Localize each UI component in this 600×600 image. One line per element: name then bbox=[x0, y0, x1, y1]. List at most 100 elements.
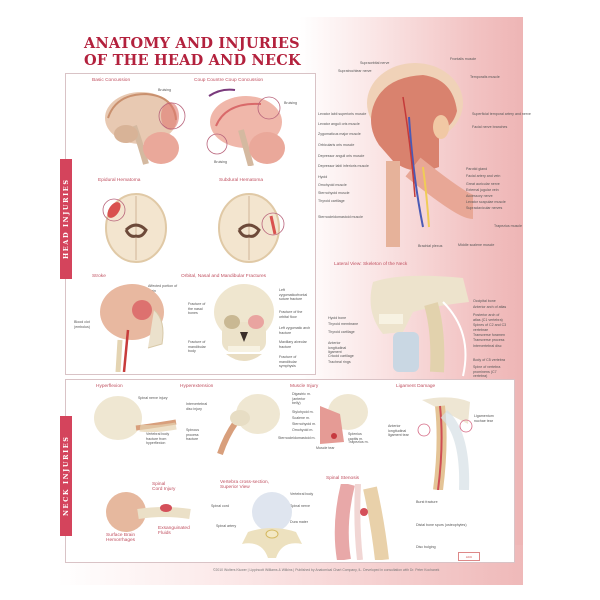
caption-skeleton-neck: Lateral View: Skeleton of the Neck bbox=[334, 262, 408, 267]
skull-fracture-illustration bbox=[214, 284, 274, 361]
label-hyoid: Hyoid bbox=[318, 175, 328, 179]
epidural-hematoma-illustration bbox=[102, 193, 167, 263]
label-middle-scalene: Middle scalene muscle bbox=[458, 243, 495, 247]
label-omohyoid-m: Omohyoid m. bbox=[292, 428, 314, 432]
label-stylohyoid: Stylohyoid m. bbox=[292, 410, 314, 414]
caption-muscle-injury: Muscle Injury bbox=[290, 384, 319, 389]
hyperextension-illustration bbox=[217, 394, 280, 455]
label-muscle-tear: Muscle tear bbox=[316, 446, 335, 450]
caption-orbital-nasal-mandibular: Orbital, Nasal and Mandibular Fractures bbox=[181, 274, 267, 279]
head-injuries-tab: HEAD INJURIES bbox=[60, 159, 72, 279]
label-depressor-anguli: Depressor anguli oris muscle bbox=[318, 154, 365, 158]
label-intervertebral-disc: Intervertebral disc bbox=[473, 344, 502, 348]
poster-title: ANATOMY AND INJURIES OF THE HEAD AND NEC… bbox=[84, 35, 301, 69]
spinal-cord-injury-illustration bbox=[106, 492, 191, 532]
label-exsanguinated-fluids: Exsanguinated Fluids bbox=[158, 526, 190, 536]
label-digastric: Digastric m. (anterior belly) bbox=[292, 392, 311, 405]
caption-ligament-damage: Ligament Damage bbox=[396, 384, 436, 389]
label-bruising: Bruising bbox=[158, 88, 171, 92]
hyperflexion-illustration bbox=[94, 396, 177, 440]
label-zygomaticus: Zygomaticus major muscle bbox=[318, 132, 361, 136]
caption-subdural-hematoma: Subdural Hematoma bbox=[219, 178, 263, 183]
label-orbicularis-oris: Orbicularis oris muscle bbox=[318, 143, 355, 147]
label-supraclavicular: Supraclavicular nerves bbox=[466, 206, 503, 210]
label-bruising: Bruising bbox=[284, 101, 297, 105]
publisher-logo: ACC bbox=[458, 552, 480, 561]
subdural-hematoma-illustration bbox=[218, 193, 285, 263]
label-mandibular-symphysis: Fracture of mandibular symphysis bbox=[279, 355, 297, 368]
label-scalene: Scalene m. bbox=[292, 416, 310, 420]
label-burst-fracture: Burst fracture bbox=[416, 500, 438, 504]
label-bone-spurs: Distal bone spurs (osteophytes) bbox=[416, 523, 467, 527]
vertebra-cross-section-illustration bbox=[242, 492, 302, 558]
label-supratrochlear-nerve: Supratrochlear nerve bbox=[338, 69, 372, 73]
label-vertebral-body: Vertebral body bbox=[290, 492, 314, 496]
label-dura-mater: Dura mater bbox=[290, 520, 308, 524]
label-levator-scapulae: Levator scapulae muscle bbox=[466, 200, 506, 204]
label-spinal-artery: Spinal artery bbox=[216, 524, 237, 528]
label-spinal-nerve-injury: Spinal nerve injury bbox=[138, 396, 168, 400]
coup-contrecoup-illustration bbox=[206, 88, 285, 166]
label-vertebra-prominens: Spine of vertebra prominens (C7 vertebra… bbox=[473, 365, 501, 378]
neck-injuries-panel: NECK INJURIES Hyperflexion Spinal nerve … bbox=[60, 379, 515, 563]
label-trapezius-m: Trapezius m. bbox=[348, 440, 369, 444]
label-temporalis: Temporalis muscle bbox=[470, 75, 500, 79]
caption-vertebra-cross-section: Vertebra cross-section, Superior View bbox=[220, 480, 270, 490]
caption-hyperflexion: Hyperflexion bbox=[96, 384, 123, 389]
label-thyroid-membrane: Thyroid membrane bbox=[328, 322, 359, 326]
label-spinal-nerve: Spinal nerve bbox=[290, 504, 310, 508]
label-anterior-arch: Anterior arch of atlas bbox=[473, 305, 507, 309]
label-occipital: Occipital bone bbox=[473, 299, 496, 303]
label-depressor-labii: Depressor labii inferioris muscle bbox=[318, 164, 369, 168]
label-levator-anguli: Levator anguli oris muscle bbox=[318, 122, 360, 126]
label-sternohyoid-m: Sternohyoid m. bbox=[292, 422, 317, 426]
caption-epidural-hematoma: Epidural Hematoma bbox=[98, 178, 141, 183]
label-spinal-cord: Spinal cord bbox=[211, 504, 229, 508]
label-maxillary-alveolar: Maxillary alveolar fracture bbox=[279, 340, 307, 349]
label-tracheal-rings: Tracheal rings bbox=[328, 360, 351, 364]
label-posterior-arch: Posterior arch of atlas (C1 vertebra) bbox=[473, 313, 503, 322]
label-body-c5: Body of C5 vertebra bbox=[473, 358, 505, 362]
label-sternocleidomastoid-m: Sternocleidomastoid m. bbox=[278, 436, 316, 440]
stroke-illustration bbox=[100, 284, 164, 372]
poster-footer: ©2010 Wolters Kluwer | Lippincott Willia… bbox=[213, 568, 440, 572]
neck-injuries-tab: NECK INJURIES bbox=[60, 416, 72, 536]
label-spinous-fracture: Spinous process fracture bbox=[186, 428, 199, 441]
label-supraorbital-nerve: Supraorbital nerve bbox=[360, 61, 390, 65]
label-levator-labii: Levator labii superioris muscle bbox=[318, 112, 367, 116]
caption-hyperextension: Hyperextension bbox=[180, 384, 214, 389]
label-hyoid-bone: Hyoid bone bbox=[328, 316, 347, 320]
label-sternocleidomastoid: Sternocleidomastoid muscle bbox=[318, 215, 363, 219]
spinal-stenosis-illustration bbox=[334, 484, 389, 560]
muscle-injury-illustration bbox=[320, 394, 368, 444]
caption-spinal-cord-injury: Spinal Cord Injury bbox=[152, 482, 176, 492]
neck-skeleton-illustration bbox=[370, 275, 469, 377]
caption-spinal-stenosis: Spinal Stenosis bbox=[326, 476, 360, 481]
label-mandibular-body: Fracture of mandibular body bbox=[188, 340, 206, 353]
label-transverse-process: Transverse process bbox=[473, 338, 505, 342]
label-orbital-floor: Fracture of the orbital floor bbox=[279, 310, 303, 319]
label-nasal-bones: Fracture of the nasal bones bbox=[188, 302, 206, 315]
ligament-damage-illustration bbox=[417, 397, 473, 490]
label-frontalis: Frontalis muscle bbox=[450, 57, 477, 61]
head-injuries-panel: HEAD INJURIES Basic Concussion Bruising … bbox=[60, 73, 316, 375]
label-superficial-temporal: Superficial temporal artery and nerve bbox=[472, 112, 531, 116]
label-thyroid-cartilage: Thyroid cartilage bbox=[318, 199, 345, 203]
caption-stroke: Stroke bbox=[92, 274, 106, 279]
label-zygomatic-arch: Left zygomatic arch fracture bbox=[279, 326, 311, 335]
caption-basic-concussion: Basic Concussion bbox=[92, 78, 131, 83]
label-vertebral-fracture: Vertebral body fracture from hyperflexio… bbox=[146, 432, 170, 445]
label-facial-artery: Facial artery and vein bbox=[466, 174, 501, 178]
label-cricoid: Cricoid cartilage bbox=[328, 354, 354, 358]
label-brachial-plexus: Brachial plexus bbox=[418, 244, 443, 248]
label-zygomaticofrontal: Left zygomaticofrontal suture fracture bbox=[279, 288, 308, 301]
label-great-auricular: Great auricular nerve bbox=[466, 182, 500, 186]
label-parotid: Parotid gland bbox=[466, 167, 488, 171]
label-disc-bulging: Disc bulging bbox=[416, 545, 436, 549]
label-intervertebral-injury: Intervertebral disc injury bbox=[186, 402, 208, 411]
caption-coup-contrecoup: Coup Countre Coup Concussion bbox=[194, 78, 264, 83]
anatomy-poster: ANATOMY AND INJURIES OF THE HEAD AND NEC… bbox=[58, 17, 531, 585]
label-bruising: Bruising bbox=[214, 160, 227, 164]
title-line-2: OF THE HEAD AND NECK bbox=[84, 52, 301, 69]
label-anterior-longitudinal: Anterior longitudinal ligament bbox=[328, 341, 347, 354]
